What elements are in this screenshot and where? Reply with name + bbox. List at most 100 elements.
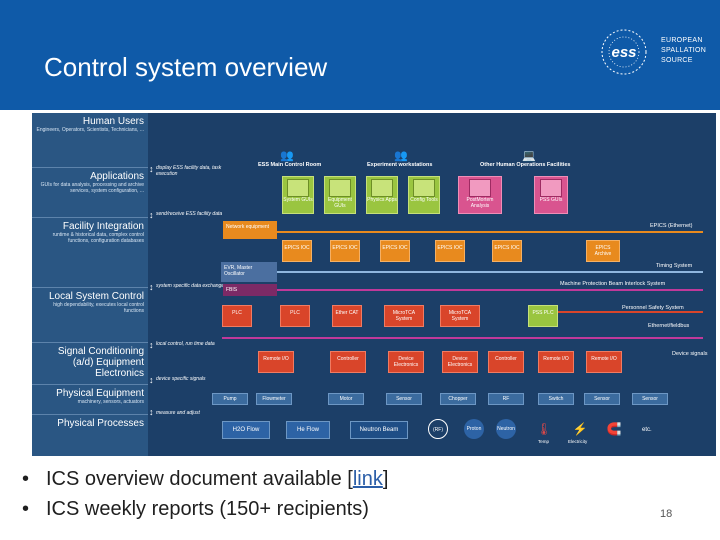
screen-icon — [540, 179, 562, 197]
layer-heading: Signal Conditioning (a/d) Equipment Elec… — [57, 346, 144, 379]
epics-ioc: EPICS IOC — [380, 240, 410, 262]
updown-arrow-icon: ↕ — [149, 210, 154, 220]
layer-description: Engineers, Operators, Scientists, Techni… — [36, 127, 144, 133]
bullet-item: • ICS weekly reports (150+ recipients) — [22, 494, 388, 524]
network-equipment-box: Network equipment — [223, 221, 277, 239]
layer-description: machinery, sensors, actuators — [77, 399, 144, 405]
app-physics-apps: Physics Apps — [366, 176, 398, 214]
bullet-text: ICS overview document available [ — [46, 468, 353, 490]
timing-system-line — [277, 271, 703, 273]
layer-heading: Local System Control — [48, 291, 144, 302]
microtca-system-box: MicroTCA System — [384, 305, 424, 327]
ess-logo-icon: ess — [601, 29, 647, 75]
bullet-list: •ICS overview document available [link] … — [22, 464, 388, 524]
note: device specific signals — [156, 376, 206, 382]
device-electronics-box: Device Electronics — [388, 351, 424, 373]
magnet-icon: 🧲 — [606, 422, 622, 436]
layer-signal-conditioning: Signal Conditioning (a/d) Equipment Elec… — [32, 343, 148, 385]
layer-human-users: Human Users Engineers, Operators, Scient… — [32, 113, 148, 168]
note: send/receive ESS facility data — [156, 211, 223, 217]
layer-description: high dependability, executes local contr… — [53, 302, 144, 314]
note: local control, run time data — [156, 341, 215, 347]
helium-flow-process: He Flow — [286, 421, 330, 439]
layer-heading: Physical Processes — [57, 418, 144, 429]
slide-header: Control system overview ess EUROPEAN SPA… — [0, 0, 720, 110]
bullet-dot: • — [22, 468, 30, 490]
bullet-dot: • — [22, 498, 30, 520]
water-flow-process: H2O Flow — [222, 421, 270, 439]
app-label: PSS GUIs — [539, 197, 563, 203]
line-label: Machine Protection Beam Interlock System — [560, 281, 666, 287]
app-label: Physics Apps — [367, 197, 397, 203]
fbis-box: FBIS — [223, 284, 277, 296]
app-postmortem-analysis: PostMortem Analysis — [458, 176, 502, 214]
layer-facility-integration: Facility Integration runtime & historica… — [32, 218, 148, 288]
user-group-label: Other Human Operations Facilities — [480, 162, 571, 168]
logo-wordmark: EUROPEAN SPALLATION SOURCE — [661, 36, 706, 66]
layer-local-system-control: Local System Control high dependability,… — [32, 288, 148, 343]
updown-arrow-icon: ↕ — [149, 407, 154, 417]
equipment-box: Sensor — [584, 393, 620, 405]
layer-heading: Human Users — [82, 116, 144, 127]
remote-io-box: Remote I/O — [538, 351, 574, 373]
plc-box: PLC — [222, 305, 252, 327]
epics-ioc: EPICS IOC — [435, 240, 465, 262]
process-label: etc. — [642, 427, 652, 433]
note: display ESS facility data, task executio… — [156, 165, 222, 177]
bullet-item: •ICS overview document available [link] — [22, 464, 388, 494]
plc-box: PLC — [280, 305, 310, 327]
screen-icon — [287, 179, 309, 197]
equipment-box: RF — [488, 393, 524, 405]
epics-ioc: EPICS IOC — [282, 240, 312, 262]
epics-archive: EPICS Archive — [586, 240, 620, 262]
ethercat-box: Ether CAT — [332, 305, 362, 327]
equipment-box: Sensor — [386, 393, 422, 405]
document-link[interactable]: link — [352, 468, 383, 490]
note: system specific data exchange — [156, 283, 225, 289]
pss-plc-box: PSS PLC — [528, 305, 558, 327]
logo-line: SOURCE — [661, 57, 693, 64]
user-group-label: ESS Main Control Room — [258, 162, 322, 168]
epics-ioc: EPICS IOC — [330, 240, 360, 262]
layer-description: runtime & historical data, complex contr… — [52, 232, 144, 244]
bullet-text: ICS weekly reports (150+ recipients) — [46, 498, 369, 520]
app-label: System GUIs — [283, 197, 313, 203]
equipment-box: Flowmeter — [256, 393, 292, 405]
logo-line: SPALLATION — [661, 47, 707, 54]
user-group-label: Experiment workstations — [367, 162, 433, 168]
controller-box: Controller — [488, 351, 524, 373]
epics-ethernet-line — [223, 231, 703, 233]
personnel-safety-line — [532, 311, 703, 313]
logo-line: EUROPEAN — [661, 37, 703, 44]
layer-physical-processes: Physical Processes — [32, 415, 148, 456]
app-equipment-guis: Equipment GUIs — [324, 176, 356, 214]
fieldbus-line — [222, 337, 703, 339]
updown-arrow-icon: ↕ — [149, 340, 154, 350]
app-label: Equipment GUIs — [328, 197, 352, 209]
layer-legend: Human Users Engineers, Operators, Scient… — [32, 113, 148, 456]
equipment-box: Pump — [212, 393, 248, 405]
screen-icon — [413, 179, 435, 197]
page-number: 18 — [660, 508, 673, 520]
epics-ioc: EPICS IOC — [492, 240, 522, 262]
screen-icon — [371, 179, 393, 197]
proton-icon: Proton — [464, 419, 484, 439]
layer-applications: Applications GUIs for data analysis, pro… — [32, 168, 148, 218]
evr-master-oscillator-box: EVR, Master Oscillator — [221, 262, 277, 282]
line-label: Ethernet/fieldbus — [648, 323, 690, 329]
updown-arrow-icon: ↕ — [149, 375, 154, 385]
app-config-tools: Config Tools — [408, 176, 440, 214]
updown-arrow-icon: ↕ — [149, 282, 154, 292]
line-label: Timing System — [656, 263, 693, 269]
layer-heading: Facility Integration — [62, 221, 144, 232]
chart-icon — [469, 179, 491, 197]
layer-heading: Applications — [90, 171, 144, 182]
updown-arrow-icon: ↕ — [149, 164, 154, 174]
ics-architecture-diagram: Human Users Engineers, Operators, Scient… — [32, 113, 716, 456]
app-system-guis: System GUIs — [282, 176, 314, 214]
layer-physical-equipment: Physical Equipment machinery, sensors, a… — [32, 385, 148, 415]
note: measure and adjust — [156, 410, 200, 416]
screen-icon — [329, 179, 351, 197]
app-pss-guis: PSS GUIs — [534, 176, 568, 214]
users-icon: 💻 — [522, 150, 536, 162]
